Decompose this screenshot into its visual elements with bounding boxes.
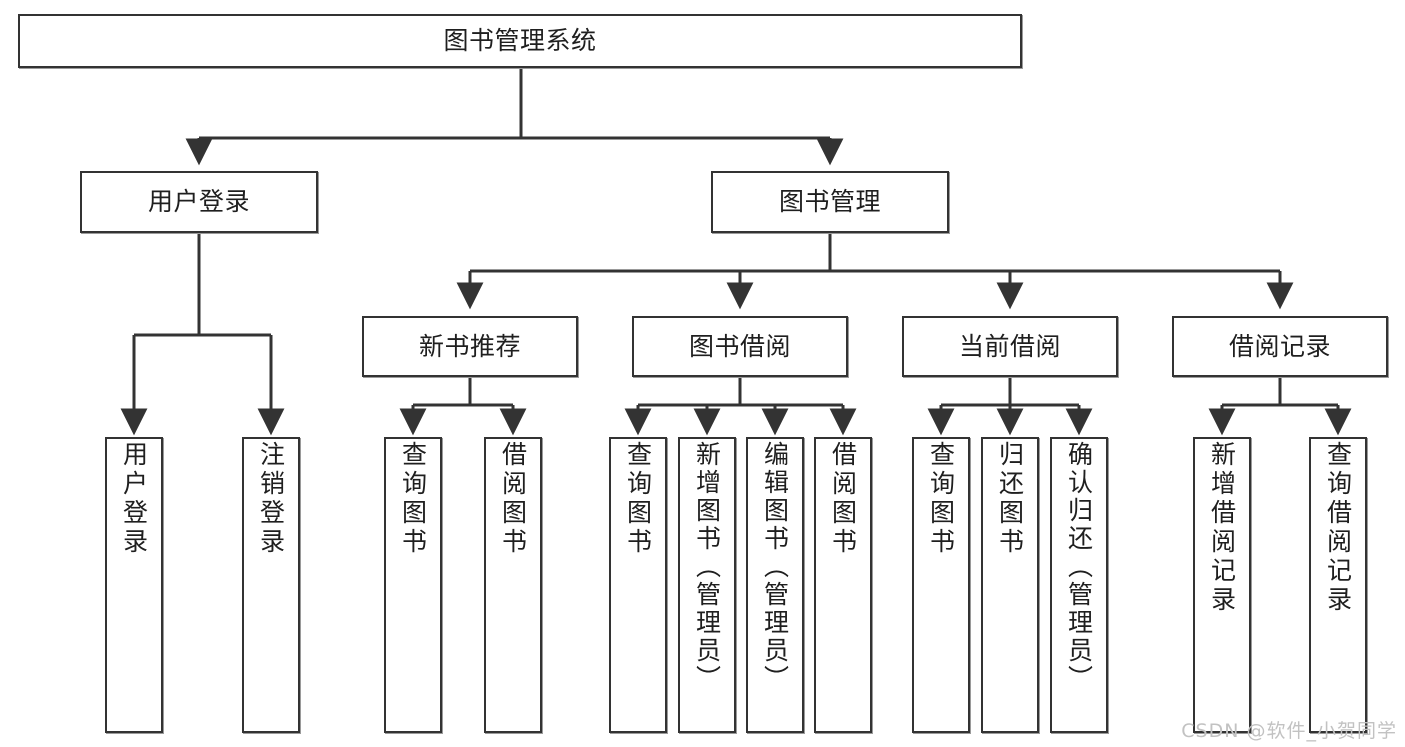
leaf-new-book-query[interactable]: 查询图书 [384,437,442,733]
leaf-current-borrow-confirm-return[interactable]: 确认归还（管理员） [1050,437,1108,733]
node-label: 用户登录 [119,441,149,557]
node-label: 查询图书 [398,441,428,557]
watermark-text: CSDN @软件_小贺同学 [1181,720,1397,742]
node-label: 新增图书（管理员） [692,441,722,693]
node-label: 归还图书 [995,441,1025,557]
leaf-book-borrow-edit[interactable]: 编辑图书（管理员） [746,437,804,733]
node-label: 图书管理系统 [443,26,597,56]
node-root-system[interactable]: 图书管理系统 [18,14,1022,68]
node-label: 图书借阅 [688,331,791,361]
node-label: 确认归还（管理员） [1064,441,1094,693]
node-label: 查询图书 [926,441,956,557]
leaf-borrow-record-query[interactable]: 查询借阅记录 [1309,437,1367,733]
node-label: 编辑图书（管理员） [760,441,790,693]
node-label: 用户登录 [147,187,250,217]
leaf-user-login-signout[interactable]: 注销登录 [242,437,300,733]
node-new-book-recommend[interactable]: 新书推荐 [362,316,578,377]
leaf-new-book-borrow[interactable]: 借阅图书 [484,437,542,733]
node-label: 借阅图书 [498,441,528,557]
node-label: 查询图书 [623,441,653,557]
leaf-user-login-signin[interactable]: 用户登录 [105,437,163,733]
node-label: 新增借阅记录 [1207,441,1237,615]
node-label: 图书管理 [778,187,881,217]
leaf-borrow-record-add[interactable]: 新增借阅记录 [1193,437,1251,733]
node-label: 新书推荐 [418,331,521,361]
node-label: 借阅记录 [1228,331,1331,361]
leaf-current-borrow-return[interactable]: 归还图书 [981,437,1039,733]
node-borrow-record[interactable]: 借阅记录 [1172,316,1388,377]
node-current-borrow[interactable]: 当前借阅 [902,316,1118,377]
node-label: 注销登录 [256,441,286,557]
node-label: 当前借阅 [958,331,1061,361]
leaf-book-borrow-query[interactable]: 查询图书 [609,437,667,733]
leaf-book-borrow-add[interactable]: 新增图书（管理员） [678,437,736,733]
node-user-login[interactable]: 用户登录 [80,171,318,233]
leaf-book-borrow-borrow[interactable]: 借阅图书 [814,437,872,733]
node-label: 借阅图书 [828,441,858,557]
node-label: 查询借阅记录 [1323,441,1353,615]
node-book-management[interactable]: 图书管理 [711,171,949,233]
leaf-current-borrow-query[interactable]: 查询图书 [912,437,970,733]
node-book-borrow[interactable]: 图书借阅 [632,316,848,377]
